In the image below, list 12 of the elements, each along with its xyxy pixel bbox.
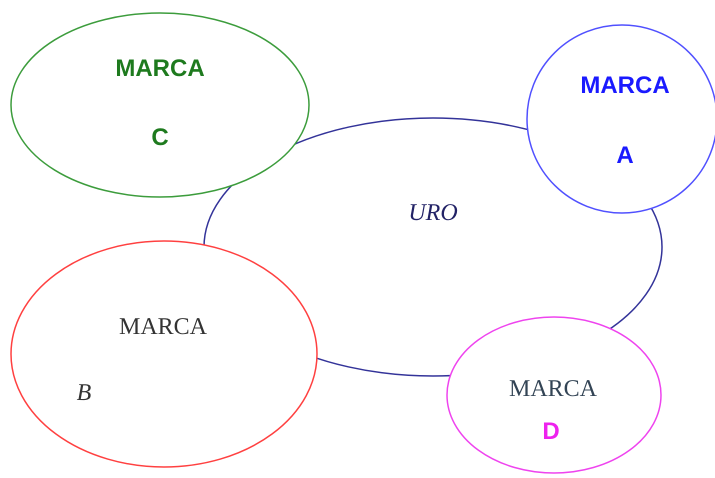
ellipse-node — [10, 12, 310, 198]
node-label: MARCA — [118, 314, 208, 340]
node-label: URO — [408, 200, 458, 226]
node-label: D — [542, 418, 560, 446]
node-label: MARCA — [580, 72, 670, 100]
node-label: B — [76, 380, 92, 406]
ellipse-node — [10, 240, 318, 468]
node-label: A — [616, 142, 634, 170]
ellipse-node — [446, 316, 662, 474]
node-label: MARCA — [508, 376, 598, 402]
node-label: C — [151, 124, 169, 152]
node-label: MARCA — [115, 56, 205, 82]
